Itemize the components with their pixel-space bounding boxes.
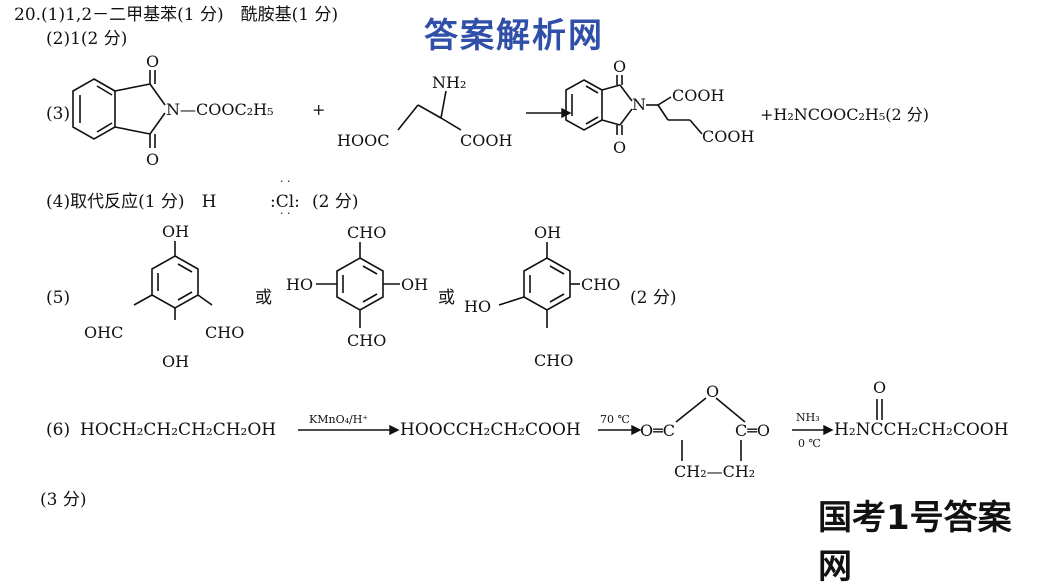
q3-product — [565, 75, 703, 135]
q6-anhydride-o: O — [706, 382, 719, 401]
q6-anhydride-right: C═O — [735, 421, 770, 440]
q5-s3-right: CHO — [581, 275, 620, 294]
q5-s1-right: CHO — [205, 323, 244, 342]
q5-structure-2 — [316, 242, 400, 328]
q5-structure-1 — [133, 241, 213, 320]
q3-product-o-top: O — [613, 57, 626, 76]
q5-label: (5) — [46, 288, 71, 308]
q4-lone-pair-bottom: · · — [280, 207, 291, 220]
answer-q2: (2)1(2 分) — [46, 29, 128, 49]
q3-glutamic-acid — [397, 90, 462, 131]
q5-s3-top: OH — [534, 223, 561, 242]
q5-s2-right: OH — [401, 275, 428, 294]
q5-score: (2 分) — [630, 288, 677, 308]
q5-s3-left: HO — [464, 297, 491, 316]
q6-arrows — [298, 424, 834, 436]
q3-byproduct: +H₂NCOOC₂H₅(2 分) — [760, 105, 929, 124]
q3-product-n: N — [632, 95, 646, 114]
q5-s1-bottom: OH — [162, 352, 189, 371]
q6-cond2: 70 ℃ — [600, 413, 630, 426]
q6-score: (3 分) — [40, 490, 87, 510]
q3-product-o-bottom: O — [613, 138, 626, 157]
chemistry-structures: O O N—COOC₂H₅ + NH₂ HOOC COOH O O N — [72, 52, 929, 481]
q5-s3-bottom: CHO — [534, 351, 573, 370]
q3-ring-o-bottom: O — [146, 150, 159, 169]
q6-cond1: KMnO₄/H⁺ — [309, 413, 368, 426]
q5-or-2: 或 — [438, 288, 455, 308]
q3-acid-right: COOH — [460, 131, 512, 150]
q6-product-carbonyl — [876, 399, 883, 420]
q6-anhydride-bottom: CH₂—CH₂ — [674, 462, 755, 481]
q6-product: H₂NCCH₂CH₂COOH — [834, 420, 1009, 440]
q5-structure-3 — [498, 242, 580, 328]
q4-lone-pair-top: · · — [280, 175, 291, 188]
q3-reagent-group: N—COOC₂H₅ — [166, 100, 274, 119]
watermark-top: 答案解析网 — [424, 16, 604, 56]
q5-s1-top: OH — [162, 222, 189, 241]
q6-mid: HOOCCH₂CH₂COOH — [400, 420, 581, 440]
q3-plus: + — [312, 100, 325, 119]
q3-acid-left: HOOC — [337, 131, 389, 150]
q5-s2-bottom: CHO — [347, 331, 386, 350]
q5-s1-left: OHC — [84, 323, 123, 342]
q6-label: (6) — [46, 420, 71, 440]
q6-cond3-top: NH₃ — [796, 411, 820, 424]
q3-reaction-arrow — [526, 107, 572, 119]
q6-cond3-bottom: 0 ℃ — [798, 437, 821, 450]
q6-anhydride-left: O═C — [640, 421, 675, 440]
q3-ring-o-top: O — [146, 52, 159, 71]
q3-product-cooh-bottom: COOH — [702, 127, 754, 146]
q4-cl: :Cl: — [270, 192, 300, 212]
q6-succinic-anhydride — [675, 397, 746, 461]
answer-q1: 20.(1)1,2－二甲基苯(1 分) 酰胺基(1 分) — [14, 5, 339, 25]
q3-amino: NH₂ — [432, 73, 466, 92]
q6-start: HOCH₂CH₂CH₂CH₂OH — [80, 420, 277, 440]
q5-or-1: 或 — [255, 288, 272, 308]
q3-phthalimide-reagent — [72, 70, 166, 148]
watermark-bottom: 国考1号答案网 — [818, 498, 1012, 587]
q4-score: (2 分) — [312, 192, 359, 212]
q3-label: (3) — [46, 104, 71, 124]
q3-product-cooh-top: COOH — [672, 86, 724, 105]
q4-text: (4)取代反应(1 分) H — [46, 192, 217, 212]
q6-product-o: O — [873, 378, 886, 397]
q5-s2-top: CHO — [347, 223, 386, 242]
q5-s2-left: HO — [286, 275, 313, 294]
